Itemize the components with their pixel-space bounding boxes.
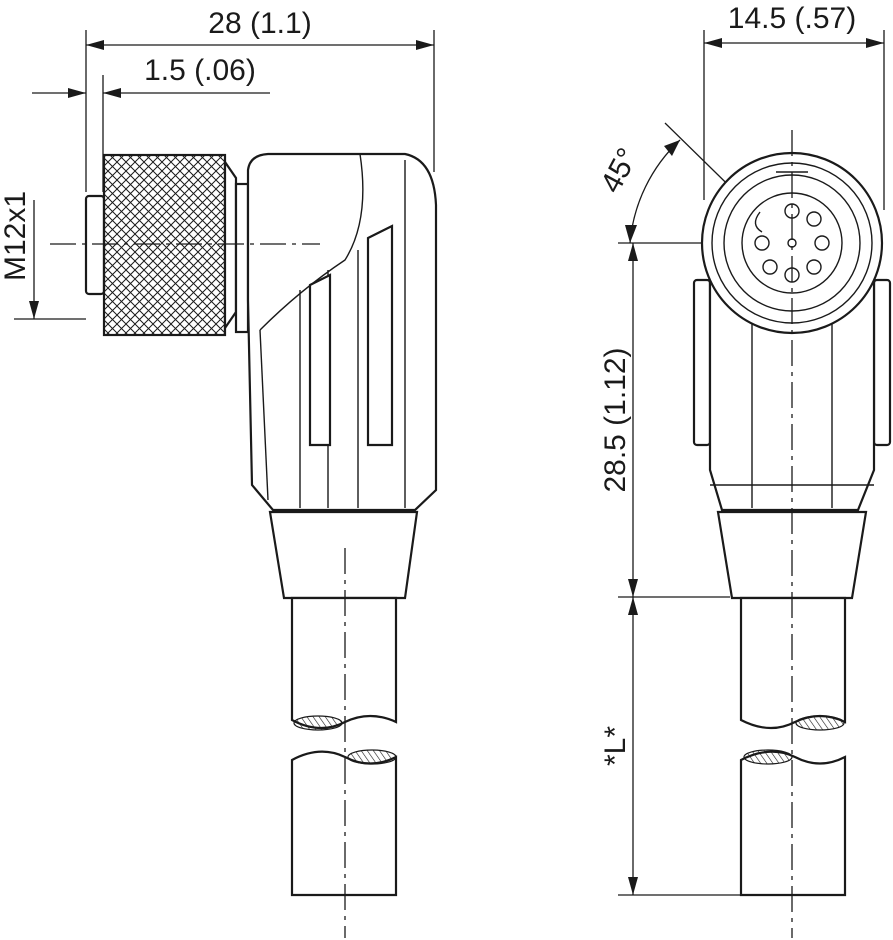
dim-width: 14.5 (.57) [703, 2, 885, 210]
dim-offset: 1.5 (.06) [32, 54, 270, 192]
dim-overall-length: 28 (1.1) [85, 7, 435, 192]
offset-label: 1.5 (.06) [144, 54, 256, 87]
width-label: 14.5 (.57) [728, 2, 856, 35]
dim-thread: M12x1 [0, 191, 86, 320]
angle-label: 45° [594, 143, 644, 199]
dim-height: 28.5 (1.12) [599, 242, 730, 598]
cable-length-label: *L* [599, 726, 632, 766]
thread-label: M12x1 [0, 191, 32, 281]
overall-length-label: 28 (1.1) [208, 7, 311, 40]
dim-cable-length: *L* [599, 597, 740, 896]
front-view: 14.5 (.57) 45° 28.5 (1.12) *L* [594, 2, 892, 938]
side-view: 28 (1.1) 1.5 (.06) M12x1 [0, 7, 438, 938]
height-label: 28.5 (1.12) [599, 347, 632, 492]
